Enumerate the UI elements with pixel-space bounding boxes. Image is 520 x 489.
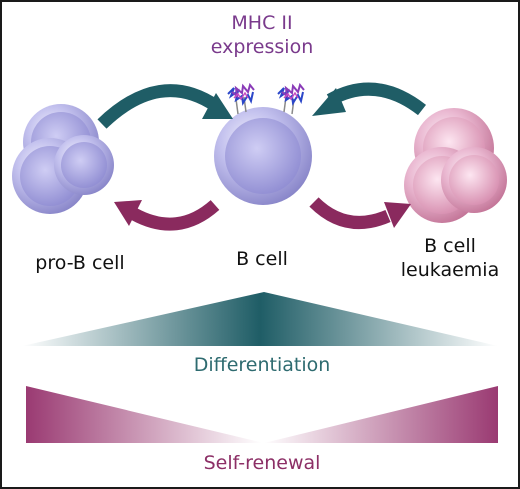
arrow-b-cell-to-pro-b: [114, 200, 220, 231]
b-cell: [214, 107, 312, 205]
b-cell-label: B cell: [236, 248, 288, 270]
leukaemia-cell-nucleus: [449, 155, 499, 205]
leukaemia-label: B cell leukaemia: [380, 235, 520, 283]
leukaemia-label-line-2: leukaemia: [400, 258, 500, 281]
arrow-pro-b-to-b-cell: [97, 84, 233, 129]
mhc-ii-molecule-left: [227, 82, 255, 115]
mhc-ii-molecule-right: [277, 82, 305, 115]
pro-b-cell-cluster: [12, 104, 114, 214]
self-renewal-gradient-bowtie: [26, 386, 498, 443]
arrow-b-cell-to-leukaemia: [309, 197, 411, 229]
arrow-leukaemia-to-b-cell: [312, 82, 427, 116]
title-line-1: MHC II: [231, 12, 293, 34]
b-cell-nucleus: [225, 118, 301, 194]
differentiation-gradient-triangle: [22, 292, 498, 346]
mhc-ii-expression-title: MHC II expression: [142, 12, 382, 60]
self-renewal-label: Self-renewal: [203, 452, 321, 474]
leukaemia-label-line-1: B cell: [424, 235, 476, 257]
pro-b-cell-label: pro-B cell: [35, 252, 125, 274]
differentiation-label: Differentiation: [193, 354, 331, 376]
title-line-2: expression: [210, 35, 314, 58]
leukaemia-cell-cluster: [404, 108, 507, 223]
pro-b-cell-nucleus: [61, 142, 107, 188]
